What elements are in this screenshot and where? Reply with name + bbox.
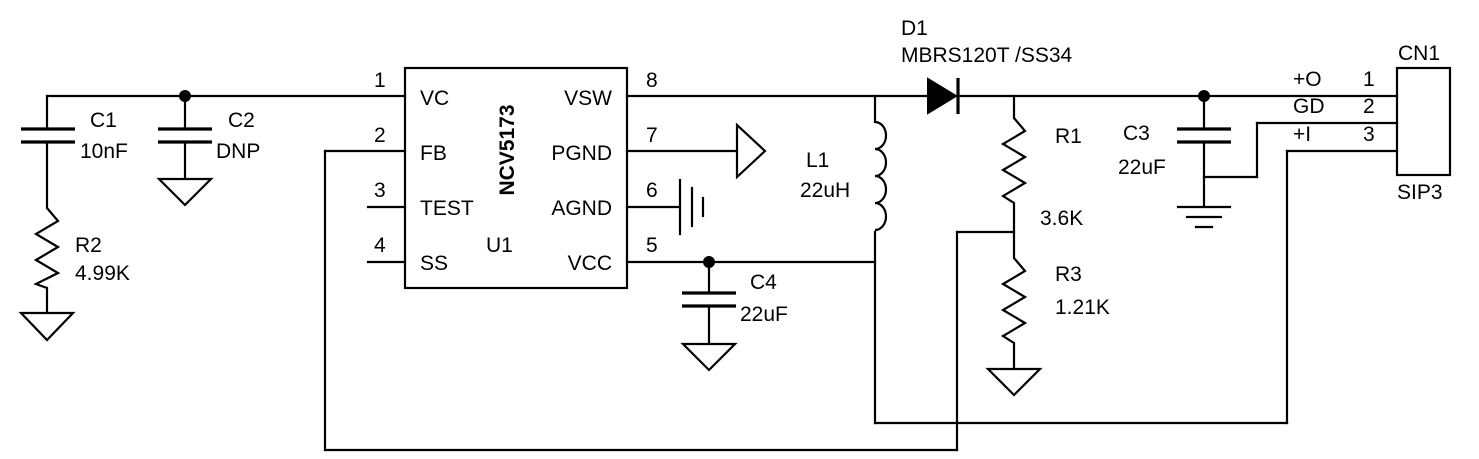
c4-value: 22uF: [740, 303, 788, 326]
c1-ref: C1: [90, 109, 117, 132]
cn1-type: SIP3: [1397, 181, 1443, 204]
c3-ref: C3: [1123, 122, 1150, 145]
c2-ref: C2: [228, 109, 255, 132]
r1-value: 3.6K: [1040, 207, 1083, 230]
d1-ref: D1: [901, 17, 928, 40]
cn1-pin2-num: 2: [1363, 95, 1375, 118]
connector-cn1: CN1 SIP3 1 2 3 +O GD +I: [1293, 42, 1452, 204]
pin-num-8: 8: [646, 69, 658, 92]
ic-part-label: NCV5173: [496, 104, 519, 195]
r2-value: 4.99K: [75, 262, 130, 285]
ground-c2-icon: [156, 177, 214, 207]
agnd-symbol-icon: [678, 178, 705, 236]
pin-num-6: 6: [646, 179, 658, 202]
pgnd-symbol-icon: [735, 122, 767, 180]
d1-value: MBRS120T /SS34: [901, 44, 1073, 67]
pin-num-4: 4: [374, 234, 386, 257]
r3-value: 1.21K: [1055, 296, 1110, 319]
cn1-pin3-num: 3: [1363, 123, 1375, 146]
ground-symbols: [18, 122, 1232, 397]
resistor-r2: R2 4.99K: [33, 207, 130, 290]
l1-ref: L1: [806, 149, 829, 172]
pin-name-vc: VC: [420, 87, 449, 110]
capacitor-c2: C2 DNP: [158, 109, 260, 163]
resistor-r1: R1 3.6K: [1000, 117, 1083, 230]
pin-name-test: TEST: [420, 197, 474, 220]
junctions: [179, 90, 1210, 268]
ground-c4-icon: [680, 342, 738, 372]
pin-num-3: 3: [374, 179, 386, 202]
r3-ref: R3: [1055, 263, 1082, 286]
pin-name-pgnd: PGND: [551, 142, 612, 165]
pin-num-2: 2: [374, 124, 386, 147]
resistor-r3: R3 1.21K: [1000, 257, 1110, 344]
pin-name-vsw: VSW: [564, 87, 612, 110]
cn1-ref: CN1: [1398, 42, 1440, 65]
pin-name-agnd: AGND: [551, 197, 612, 220]
cn1-pin3-net: +I: [1293, 123, 1311, 146]
pin-name-fb: FB: [420, 142, 447, 165]
pin-name-ss: SS: [420, 252, 448, 275]
pin-num-5: 5: [646, 234, 658, 257]
c1-value: 10nF: [80, 140, 128, 163]
pin-num-1: 1: [374, 69, 386, 92]
ground-r2-icon: [18, 311, 76, 342]
inductor-l1: L1 22uH: [800, 120, 888, 232]
r1-ref: R1: [1055, 125, 1082, 148]
cn1-pin1-net: +O: [1293, 68, 1322, 91]
c3-value: 22uF: [1118, 156, 1166, 179]
ic-u1: NCV5173 U1 VC FB TEST SS VSW PGND AGND V…: [366, 66, 658, 290]
diode-d1: D1 MBRS120T /SS34: [901, 17, 1073, 115]
l1-value: 22uH: [800, 179, 850, 202]
cn1-pin2-net: GD: [1293, 95, 1325, 118]
capacitor-c3: C3 22uF: [1118, 122, 1231, 179]
c4-ref: C4: [750, 271, 777, 294]
pin-num-7: 7: [646, 124, 658, 147]
ic-ref-label: U1: [486, 234, 513, 257]
pin-name-vcc: VCC: [568, 252, 612, 275]
ground-r3-icon: [985, 367, 1043, 397]
capacitor-c1: C1 10nF: [21, 109, 128, 163]
capacitor-c4: C4 22uF: [682, 271, 788, 326]
r2-ref: R2: [75, 234, 102, 257]
cn1-pin1-num: 1: [1363, 68, 1375, 91]
c2-value: DNP: [216, 140, 260, 163]
earth-ground-c3-icon: [1176, 205, 1232, 229]
wires: [45, 94, 1399, 452]
